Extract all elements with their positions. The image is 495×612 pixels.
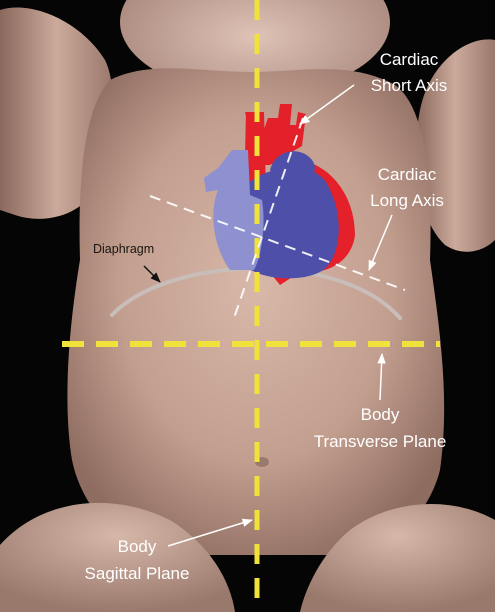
body-transverse-plane-line2: Transverse Plane	[314, 432, 447, 451]
body-sagittal-plane-line1: Body	[118, 537, 157, 556]
cardiac-long-axis-line1: Cardiac	[378, 165, 437, 184]
body-sagittal-plane-line2: Sagittal Plane	[85, 564, 190, 583]
body-transverse-plane-line1: Body	[361, 405, 400, 424]
cardiac-long-axis-line2: Long Axis	[370, 191, 444, 210]
cardiac-short-axis-line2: Short Axis	[371, 76, 448, 95]
cardiac-short-axis-line1: Cardiac	[380, 50, 439, 69]
label-diaphragm: Diaphragm	[93, 242, 154, 256]
